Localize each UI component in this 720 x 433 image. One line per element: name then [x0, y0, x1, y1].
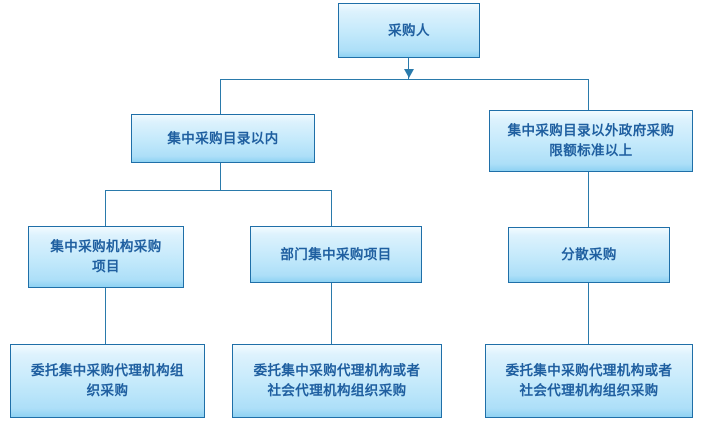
- node-out-catalog[interactable]: 集中采购目录以外政府采购 限额标准以上: [489, 110, 693, 172]
- node-agency-project[interactable]: 集中采购机构采购 项目: [28, 226, 184, 288]
- node-out-catalog-label: 集中采购目录以外政府采购 限额标准以上: [507, 123, 675, 159]
- node-root[interactable]: 采购人: [338, 3, 480, 58]
- node-decentralized[interactable]: 分散采购: [508, 227, 670, 283]
- node-dept-project-label: 部门集中采购项目: [280, 246, 392, 263]
- node-decentralized-label: 分散采购: [561, 247, 617, 263]
- node-entrust-2-label: 委托集中采购代理机构或者 社会代理机构组织采购: [253, 363, 421, 399]
- node-in-catalog[interactable]: 集中采购目录以内: [131, 114, 315, 163]
- edge-bus-to-out-catalog: [588, 79, 589, 110]
- edge-out-catalog-down: [588, 172, 589, 227]
- edge-bus-to-agency-project: [105, 190, 106, 226]
- node-in-catalog-label: 集中采购目录以内: [167, 130, 279, 147]
- arrowhead-root: [404, 69, 414, 78]
- edge-decentralized-down: [588, 283, 589, 344]
- edge-agency-project-down: [105, 288, 106, 344]
- node-agency-project-label: 集中采购机构采购 项目: [50, 239, 162, 275]
- node-entrust-1[interactable]: 委托集中采购代理机构组 织采购: [10, 344, 205, 418]
- node-dept-project[interactable]: 部门集中采购项目: [250, 226, 422, 283]
- node-root-label: 采购人: [388, 22, 430, 39]
- node-entrust-3[interactable]: 委托集中采购代理机构或者 社会代理机构组织采购: [485, 344, 693, 418]
- node-entrust-2[interactable]: 委托集中采购代理机构或者 社会代理机构组织采购: [232, 344, 442, 418]
- edge-bus-level3: [105, 190, 332, 191]
- edge-dept-project-down: [331, 283, 332, 344]
- edge-bus-level2: [220, 79, 589, 80]
- edge-in-catalog-down: [220, 163, 221, 191]
- node-entrust-1-label: 委托集中采购代理机构组 织采购: [31, 363, 184, 399]
- edge-bus-to-in-catalog: [220, 79, 221, 114]
- edge-bus-to-dept-project: [331, 190, 332, 226]
- node-entrust-3-label: 委托集中采购代理机构或者 社会代理机构组织采购: [505, 363, 673, 399]
